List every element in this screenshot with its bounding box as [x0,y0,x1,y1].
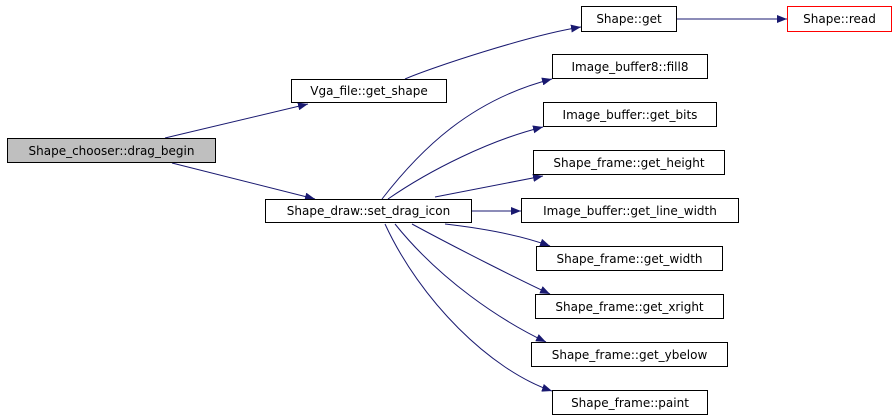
edge-draw-ybelow [394,223,547,343]
node-image-buffer-get-line-width[interactable]: Image_buffer::get_line_width [521,198,739,223]
edge-draw-bits [387,125,544,200]
node-image-buffer-get-bits[interactable]: Image_buffer::get_bits [543,102,717,127]
node-shape-chooser-drag-begin[interactable]: Shape_chooser::drag_begin [7,138,216,163]
edge-draw-fill8 [381,77,553,200]
node-shape-frame-get-height[interactable]: Shape_frame::get_height [533,150,725,175]
edge-root-draw [171,162,316,201]
edge-vga-get [404,24,582,80]
node-shape-frame-get-width[interactable]: Shape_frame::get_width [536,246,723,271]
node-shape-get[interactable]: Shape::get [581,6,677,32]
node-shape-read[interactable]: Shape::read [787,6,892,32]
edge-root-vga [164,102,309,139]
edge-draw-width [444,223,551,247]
edge-draw-xright [411,223,551,295]
node-shape-draw-set-drag-icon[interactable]: Shape_draw::set_drag_icon [265,199,472,223]
node-shape-frame-get-xright[interactable]: Shape_frame::get_xright [535,294,724,319]
edge-draw-paint [384,223,553,392]
node-vga-file-get-shape[interactable]: Vga_file::get_shape [291,79,447,103]
node-shape-frame-get-ybelow[interactable]: Shape_frame::get_ybelow [531,342,728,367]
node-image-buffer8-fill8[interactable]: Image_buffer8::fill8 [552,54,708,79]
edge-draw-height [434,173,544,198]
node-shape-frame-paint[interactable]: Shape_frame::paint [552,390,708,415]
